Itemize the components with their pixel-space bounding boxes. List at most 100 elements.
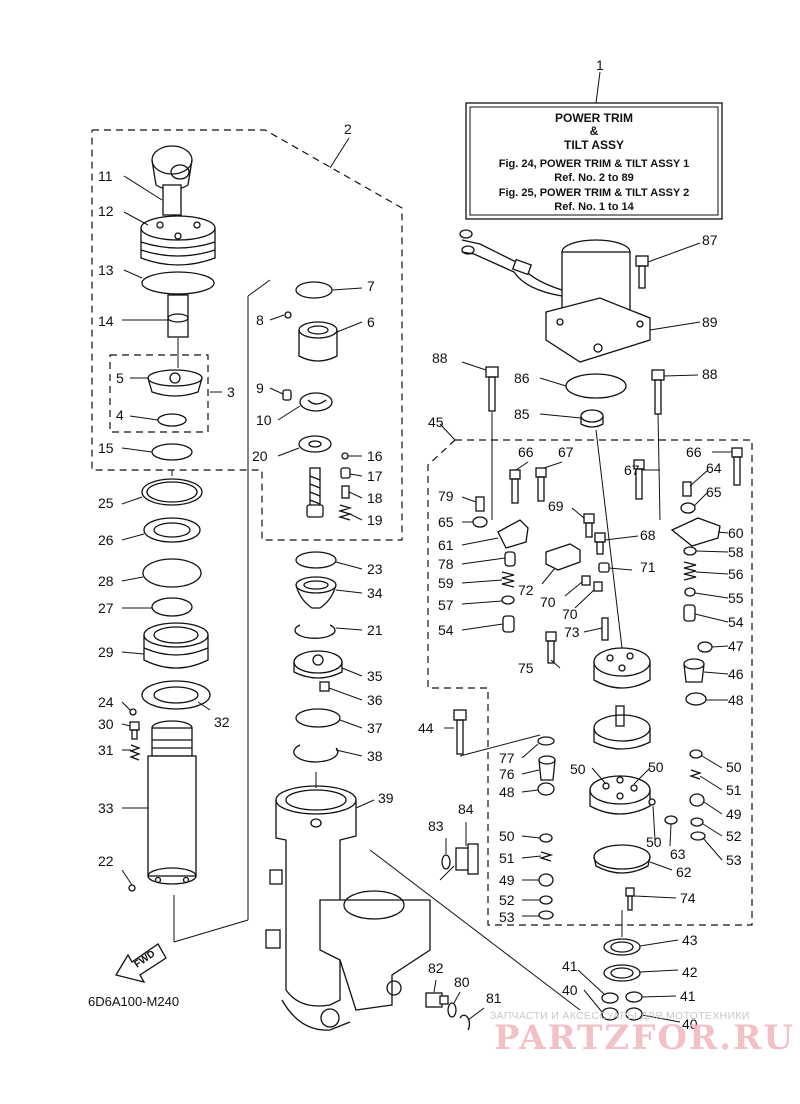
callout-35: 35	[367, 668, 383, 684]
callout-1: 1	[596, 57, 604, 73]
seal-42	[603, 964, 641, 982]
callout-2: 2	[344, 121, 352, 137]
screw-64	[682, 481, 692, 497]
callout-17: 17	[367, 468, 383, 484]
callout-70a: 70	[540, 594, 556, 610]
callout-81: 81	[486, 990, 502, 1006]
ball-22	[128, 884, 136, 892]
callout-56: 56	[728, 566, 744, 582]
valve-49-r	[689, 793, 705, 807]
callout-88a: 88	[432, 350, 448, 366]
fwd-arrow-icon: FWD	[114, 943, 167, 984]
title-line-4: Fig. 24, POWER TRIM & TILT ASSY 1	[499, 158, 689, 170]
o-ring-28	[142, 558, 202, 588]
callout-12: 12	[98, 203, 114, 219]
washer-26	[143, 517, 201, 543]
callout-65b: 65	[706, 484, 722, 500]
plug-36	[319, 681, 330, 692]
callout-60: 60	[728, 525, 744, 541]
callout-77: 77	[499, 750, 515, 766]
callout-39: 39	[378, 790, 394, 806]
o-ring-52-r	[690, 817, 704, 827]
callout-36: 36	[367, 692, 383, 708]
callout-26: 26	[98, 532, 114, 548]
valve-77	[537, 736, 555, 746]
seal-43	[603, 938, 641, 956]
callout-24: 24	[98, 694, 114, 710]
title-line-7: Ref. No. 1 to 14	[554, 201, 634, 213]
title-line-1: POWER TRIM	[555, 111, 633, 125]
callout-68: 68	[640, 527, 656, 543]
o-ring-41-l	[601, 992, 619, 1004]
callout-87: 87	[702, 232, 718, 248]
seat-57	[501, 595, 515, 605]
o-ring-80	[447, 1002, 457, 1018]
callout-43: 43	[682, 932, 698, 948]
washer-20	[298, 435, 332, 453]
callout-50d: 50	[646, 834, 662, 850]
seat-58	[683, 546, 697, 556]
ring-40-r	[625, 1007, 643, 1021]
spring-51-r	[688, 769, 703, 780]
callout-49a: 49	[726, 806, 742, 822]
callout-16: 16	[367, 448, 383, 464]
pin-70b	[593, 581, 603, 592]
callout-62: 62	[676, 864, 692, 880]
callout-72: 72	[518, 582, 534, 598]
bolt-67-right	[633, 459, 645, 500]
callout-74: 74	[680, 890, 696, 906]
callout-85: 85	[514, 406, 530, 422]
o-ring-53-l	[538, 910, 554, 920]
callout-11: 11	[98, 168, 113, 184]
o-ring-41-r	[625, 991, 643, 1003]
pin-70a	[581, 575, 591, 586]
plug-82	[425, 992, 449, 1008]
callout-50a: 50	[570, 761, 586, 777]
callout-53b: 53	[499, 909, 515, 925]
callout-71: 71	[640, 559, 656, 575]
watermark-tagline: ЗАПЧАСТИ И АКСЕССУАРЫ ДЛЯ МОТОТЕХНИКИ	[490, 1010, 750, 1022]
pin-73	[601, 617, 609, 641]
o-ring-7	[295, 281, 333, 299]
valve-46	[683, 658, 705, 683]
valve-body-6	[298, 321, 338, 362]
callout-3: 3	[227, 384, 235, 400]
bolt-67-left	[535, 467, 547, 502]
pin-18	[341, 485, 350, 499]
callout-31: 31	[98, 742, 114, 758]
coupling-85	[580, 409, 604, 428]
callout-42: 42	[682, 964, 698, 980]
callout-20: 20	[252, 448, 268, 464]
title-line-2: &	[590, 124, 599, 138]
callout-86: 86	[514, 370, 530, 386]
ring-40-l	[601, 1007, 619, 1021]
cylinder-head	[140, 215, 216, 266]
bolt-75	[545, 631, 557, 664]
valve-72	[545, 543, 581, 571]
gear-pump	[593, 705, 651, 750]
bracket-60	[670, 517, 721, 547]
callout-54a: 54	[438, 622, 454, 638]
pump-body	[593, 647, 651, 689]
title-line-3: TILT ASSY	[564, 138, 624, 152]
spring-31	[129, 744, 141, 761]
callout-47: 47	[728, 638, 744, 654]
callout-46: 46	[728, 666, 744, 682]
callout-53a: 53	[726, 852, 742, 868]
callout-5: 5	[116, 370, 124, 386]
callout-45: 45	[428, 414, 444, 430]
o-ring-23	[295, 551, 337, 569]
circlip-81	[459, 1014, 471, 1031]
callout-82: 82	[428, 960, 444, 976]
o-ring-27	[151, 597, 193, 617]
callout-84: 84	[458, 801, 474, 817]
callout-28: 28	[98, 573, 114, 589]
assembly-2-outline	[91, 129, 403, 541]
piston-5	[147, 369, 203, 397]
plate-10	[299, 392, 333, 412]
callout-44: 44	[418, 720, 434, 736]
valve-54-left	[502, 615, 515, 633]
callout-75: 75	[518, 660, 534, 676]
callout-8: 8	[256, 312, 264, 328]
